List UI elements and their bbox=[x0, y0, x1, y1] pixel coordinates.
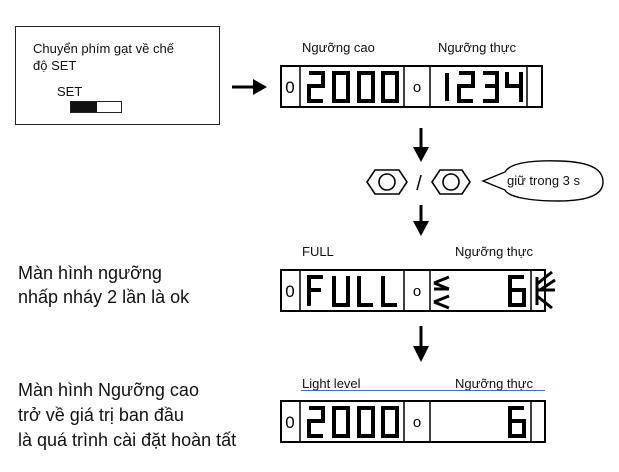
panel3-seven-segment-left bbox=[307, 406, 399, 438]
panel1-label-actual-threshold: Ngưỡng thực bbox=[438, 40, 516, 55]
label-underline bbox=[301, 390, 545, 391]
panel3-zero-mark: 0 bbox=[285, 413, 294, 432]
panel1-label-threshold-high: Ngưỡng cao bbox=[302, 40, 375, 55]
panel2-ring-mark: o bbox=[413, 283, 421, 300]
hold-duration-callout-text: giữ trong 3 s bbox=[507, 173, 581, 188]
panel3-label-actual-threshold: Ngưỡng thực bbox=[455, 376, 533, 391]
display-panel-2 bbox=[280, 269, 556, 312]
up-down-buttons bbox=[366, 169, 471, 195]
panel2-seven-segment-right bbox=[508, 275, 526, 307]
panel1-seven-segment-right bbox=[445, 70, 523, 104]
set-switch-label: SET bbox=[57, 84, 83, 99]
panel1-seven-segment-left bbox=[307, 71, 399, 103]
panel2-label-actual-threshold: Ngưỡng thực bbox=[455, 244, 533, 259]
switch-slider-knob bbox=[71, 102, 97, 112]
panel2-seven-segment-left bbox=[307, 274, 399, 308]
note-panel2-line1: Màn hình ngưỡng bbox=[18, 263, 162, 283]
display-panel-1 bbox=[280, 65, 543, 108]
panel1-ring-mark: o bbox=[413, 79, 421, 96]
switch-instruction-line1: Chuyển phím gạt về chế bbox=[33, 41, 174, 56]
note-panel3-line3: là quá trình cài đặt hoàn tất bbox=[18, 430, 237, 450]
switch-instruction-line2: độ SET bbox=[33, 58, 77, 73]
panel2-label-full: FULL bbox=[302, 244, 334, 259]
button-separator-slash: / bbox=[416, 173, 422, 195]
speech-bubble-callout bbox=[481, 160, 604, 202]
up-button-icon bbox=[366, 169, 408, 195]
set-slide-switch bbox=[70, 101, 122, 113]
panel1-zero-mark: 0 bbox=[285, 78, 294, 97]
panel2-zero-mark: 0 bbox=[285, 282, 294, 301]
note-panel2-line2: nhấp nháy 2 lần là ok bbox=[18, 287, 190, 307]
panel3-ring-mark: o bbox=[413, 414, 421, 431]
note-panel3-line2: trở về giá trị ban đầu bbox=[18, 405, 184, 425]
right-arrow-icon bbox=[232, 79, 267, 95]
note-panel3-line1: Màn hình Ngưỡng cao bbox=[18, 380, 199, 400]
panel2-blinking-indicator-right bbox=[535, 270, 556, 310]
down-arrow-icon bbox=[413, 128, 429, 162]
down-button-icon bbox=[431, 169, 471, 195]
panel3-seven-segment-right bbox=[508, 406, 526, 438]
display-panel-3 bbox=[280, 400, 546, 443]
panel2-blinking-indicator-left bbox=[433, 275, 450, 310]
down-arrow-icon bbox=[413, 205, 429, 236]
panel3-label-light-level: Light level bbox=[302, 376, 361, 391]
down-arrow-icon bbox=[413, 326, 429, 362]
